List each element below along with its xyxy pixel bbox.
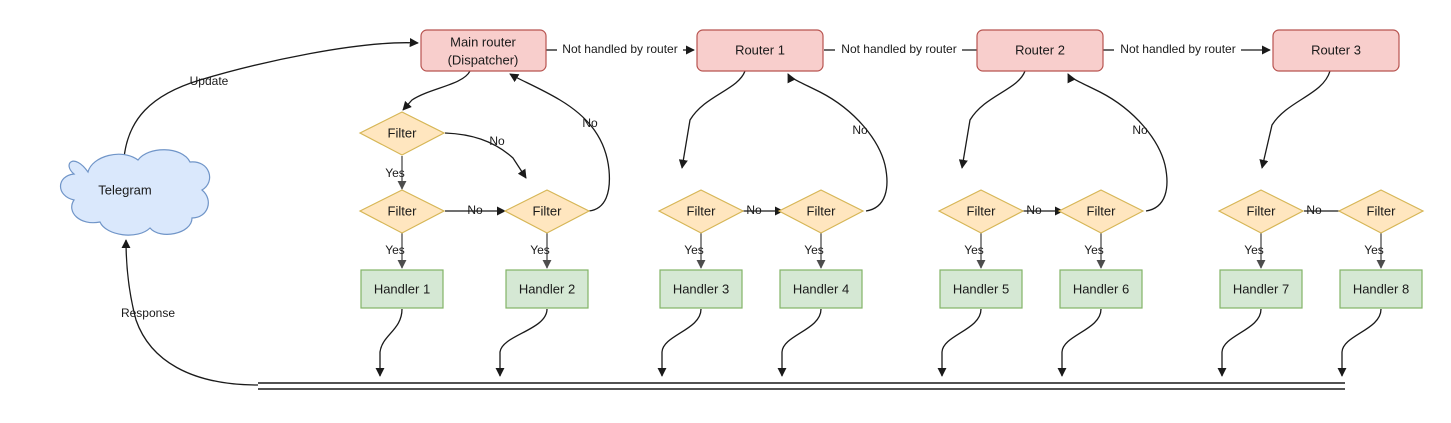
filter-1-label: Filter bbox=[388, 125, 418, 140]
edge-router3-to-filter8 bbox=[1259, 70, 1331, 169]
router-1-label: Router 1 bbox=[735, 42, 785, 57]
edge-label-yes-6: Yes bbox=[964, 243, 984, 257]
router-2-label: Router 2 bbox=[1015, 42, 1065, 57]
edge-label-no-5: No bbox=[852, 123, 868, 137]
edge-label-update: Update bbox=[190, 74, 229, 88]
node-router-2[interactable]: Router 2 bbox=[976, 29, 1104, 72]
edge-label-yes-9: Yes bbox=[1364, 243, 1384, 257]
node-router-3[interactable]: Router 3 bbox=[1272, 29, 1400, 72]
filter-3-label: Filter bbox=[533, 203, 563, 218]
edge-filter3-no-to-mainrouter bbox=[509, 73, 611, 212]
main-router-label-line2: (Dispatcher) bbox=[448, 52, 519, 67]
edge-label-no-3: No bbox=[582, 116, 598, 130]
edge-handler2-to-merge bbox=[495, 308, 548, 377]
node-telegram-cloud[interactable]: Telegram bbox=[59, 149, 211, 236]
node-handler-4[interactable]: Handler 4 bbox=[779, 269, 863, 309]
edge-handler8-to-merge bbox=[1337, 308, 1382, 377]
filter-5-label: Filter bbox=[807, 203, 837, 218]
node-filter-1[interactable]: Filter bbox=[358, 111, 446, 156]
handler-6-label: Handler 6 bbox=[1073, 281, 1129, 296]
main-router-label-line1: Main router bbox=[450, 34, 516, 49]
filter-4-label: Filter bbox=[687, 203, 717, 218]
node-filter-8[interactable]: Filter bbox=[1217, 189, 1305, 234]
edge-handler7-to-merge bbox=[1217, 308, 1262, 377]
edge-handler1-to-merge bbox=[375, 308, 403, 377]
edge-handler4-to-merge bbox=[777, 308, 822, 377]
telegram-label: Telegram bbox=[98, 182, 151, 197]
filter-7-label: Filter bbox=[1087, 203, 1117, 218]
edge-handler3-to-merge bbox=[657, 308, 702, 377]
node-router-1[interactable]: Router 1 bbox=[696, 29, 824, 72]
handler-3-label: Handler 3 bbox=[673, 281, 729, 296]
edge-filter7-no-to-router2 bbox=[1067, 73, 1168, 212]
edge-filter1-no-to-filter3 bbox=[444, 132, 527, 179]
node-handler-3[interactable]: Handler 3 bbox=[659, 269, 743, 309]
handler-1-label: Handler 1 bbox=[374, 281, 430, 296]
edge-label-yes-7: Yes bbox=[1084, 243, 1104, 257]
edge-filter5-no-to-router1 bbox=[787, 73, 888, 212]
handler-4-label: Handler 4 bbox=[793, 281, 849, 296]
handler-7-label: Handler 7 bbox=[1233, 281, 1289, 296]
edge-label-not-handled-3: Not handled by router bbox=[1120, 42, 1235, 56]
edge-mainrouter-to-filter1 bbox=[402, 70, 471, 111]
node-filter-2[interactable]: Filter bbox=[358, 189, 446, 234]
handler-2-label: Handler 2 bbox=[519, 281, 575, 296]
handler-5-label: Handler 5 bbox=[953, 281, 1009, 296]
edge-label-yes-1: Yes bbox=[385, 166, 405, 180]
node-handler-6[interactable]: Handler 6 bbox=[1059, 269, 1143, 309]
node-filter-9[interactable]: Filter bbox=[1337, 189, 1425, 234]
edge-label-yes-8: Yes bbox=[1244, 243, 1264, 257]
handler-8-label: Handler 8 bbox=[1353, 281, 1409, 296]
edge-label-yes-4: Yes bbox=[684, 243, 704, 257]
edge-label-not-handled-1: Not handled by router bbox=[562, 42, 677, 56]
filter-6-label: Filter bbox=[967, 203, 997, 218]
node-filter-5[interactable]: Filter bbox=[777, 189, 865, 234]
edge-label-yes-2: Yes bbox=[385, 243, 405, 257]
edge-label-yes-5: Yes bbox=[804, 243, 824, 257]
edge-label-no-7: No bbox=[1132, 123, 1148, 137]
router-3-label: Router 3 bbox=[1311, 42, 1361, 57]
node-main-router[interactable]: Main router (Dispatcher) bbox=[420, 29, 547, 72]
edge-label-not-handled-2: Not handled by router bbox=[841, 42, 956, 56]
node-filter-7[interactable]: Filter bbox=[1057, 189, 1145, 234]
node-handler-1[interactable]: Handler 1 bbox=[360, 269, 444, 309]
edge-response bbox=[121, 239, 259, 386]
edge-router2-to-filter6 bbox=[958, 70, 1026, 169]
edge-label-no-6: No bbox=[1026, 203, 1042, 217]
edge-label-no-8: No bbox=[1306, 203, 1322, 217]
node-handler-8[interactable]: Handler 8 bbox=[1339, 269, 1423, 309]
edge-update bbox=[123, 38, 419, 159]
filter-8-label: Filter bbox=[1247, 203, 1277, 218]
edge-label-no-1: No bbox=[489, 134, 505, 148]
edge-label-yes-3: Yes bbox=[530, 243, 550, 257]
edge-handler5-to-merge bbox=[937, 308, 982, 377]
node-filter-6[interactable]: Filter bbox=[937, 189, 1025, 234]
filter-9-label: Filter bbox=[1367, 203, 1397, 218]
node-handler-7[interactable]: Handler 7 bbox=[1219, 269, 1303, 309]
filter-2-label: Filter bbox=[388, 203, 418, 218]
node-handler-5[interactable]: Handler 5 bbox=[939, 269, 1023, 309]
edge-label-no-4: No bbox=[746, 203, 762, 217]
node-filter-3[interactable]: Filter bbox=[503, 189, 591, 234]
edge-router1-to-filter4 bbox=[678, 70, 746, 169]
edge-label-no-2: No bbox=[467, 203, 483, 217]
node-filter-4[interactable]: Filter bbox=[657, 189, 745, 234]
edge-label-response: Response bbox=[121, 306, 175, 320]
edge-handler6-to-merge bbox=[1057, 308, 1102, 377]
node-handler-2[interactable]: Handler 2 bbox=[505, 269, 589, 309]
